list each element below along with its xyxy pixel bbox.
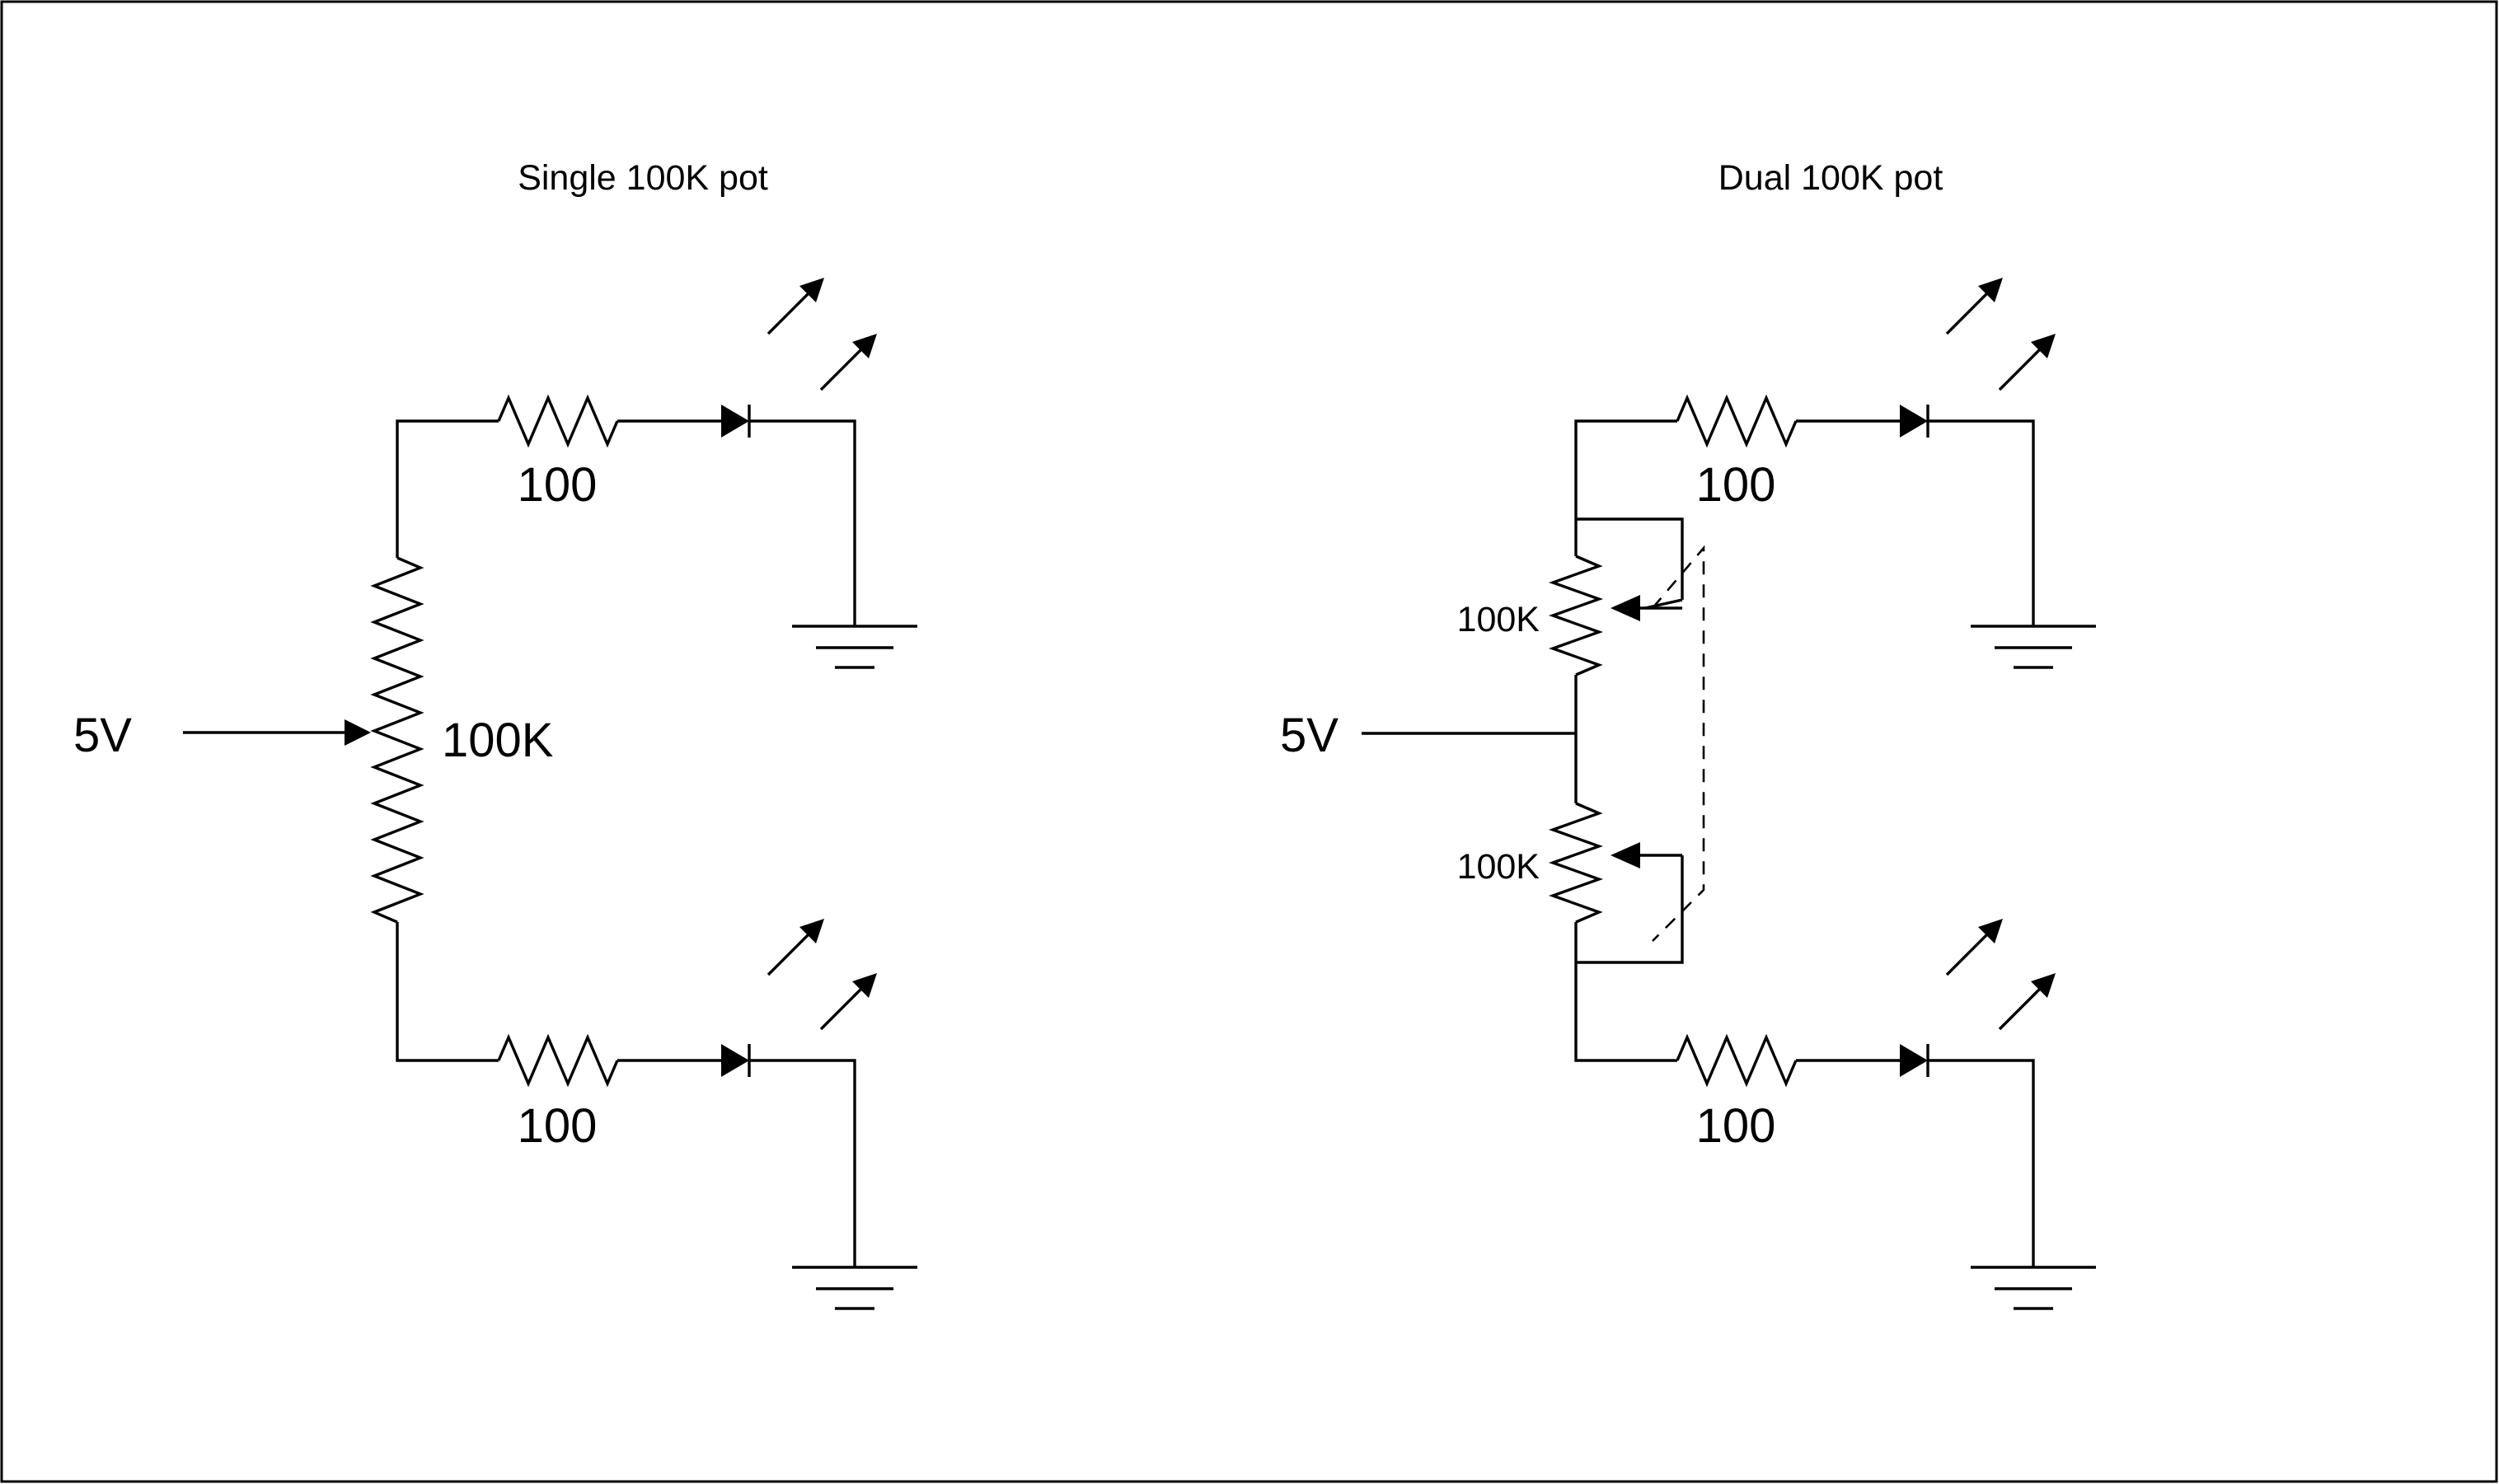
- pot-top-right-bypass-wire: [1576, 517, 1684, 600]
- resistor-bottom-left: [497, 1033, 619, 1088]
- single-pot-title: Single 100K pot: [518, 158, 768, 198]
- ground-bottom-left-icon: [792, 1266, 917, 1310]
- led-top-right-icon: [1900, 405, 1928, 438]
- resistor-top-left: [497, 394, 619, 448]
- led-bottom-left-icon: [721, 1044, 749, 1077]
- potentiometer-left-label: 100K: [442, 714, 554, 767]
- resistor-bottom-right-label: 100: [1696, 1099, 1776, 1153]
- potentiometer-top-right-label: 100K: [1457, 600, 1540, 639]
- wire-left-bottom: [396, 922, 499, 1062]
- wire-led-top-left-to-ground: [749, 419, 856, 626]
- potentiometer-bottom-right: [1548, 802, 1604, 924]
- pot-bottom-right-bypass-wire: [1576, 855, 1684, 964]
- wire-left-top: [396, 419, 499, 558]
- wire-led-bottom-left-to-ground: [749, 1059, 856, 1267]
- resistor-bottom-right: [1676, 1033, 1798, 1088]
- resistor-top-right: [1676, 394, 1798, 448]
- dual-pot-circuit: Dual 100K pot 100 100K 5V: [1280, 158, 2096, 1310]
- potentiometer-top-right: [1548, 555, 1604, 676]
- led-bottom-left-emission-icon: [767, 919, 877, 1031]
- led-top-left-icon: [721, 405, 749, 438]
- dual-pot-title: Dual 100K pot: [1718, 158, 1943, 198]
- wire-right-bottom: [1574, 922, 1677, 1062]
- single-pot-circuit: Single 100K pot 100 5V 100K: [73, 158, 917, 1310]
- wire-led-top-right-to-ground: [1928, 419, 2035, 626]
- pot-top-right-wiper-arrow-icon: [1611, 595, 1640, 621]
- pot-bottom-right-wiper-arrow-icon: [1611, 842, 1640, 868]
- wiper-arrow-left-icon: [345, 719, 371, 746]
- ground-bottom-right-icon: [1971, 1266, 2096, 1310]
- resistor-bottom-left-label: 100: [518, 1099, 598, 1153]
- supply-label-right: 5V: [1280, 709, 1339, 762]
- wire-led-bottom-right-to-ground: [1928, 1059, 2035, 1267]
- led-top-left-emission-icon: [767, 278, 877, 391]
- led-bottom-right-icon: [1900, 1044, 1928, 1077]
- ground-top-right-icon: [1971, 625, 2096, 669]
- led-bottom-right-emission-icon: [1945, 919, 2056, 1031]
- ground-top-left-icon: [792, 625, 917, 669]
- resistor-top-right-label: 100: [1696, 458, 1776, 512]
- led-top-right-emission-icon: [1945, 278, 2056, 391]
- resistor-top-left-label: 100: [518, 458, 598, 512]
- wire-right-top: [1574, 419, 1677, 519]
- supply-label-left: 5V: [73, 709, 132, 762]
- potentiometer-bottom-right-label: 100K: [1457, 847, 1540, 887]
- potentiometer-left: [370, 556, 424, 924]
